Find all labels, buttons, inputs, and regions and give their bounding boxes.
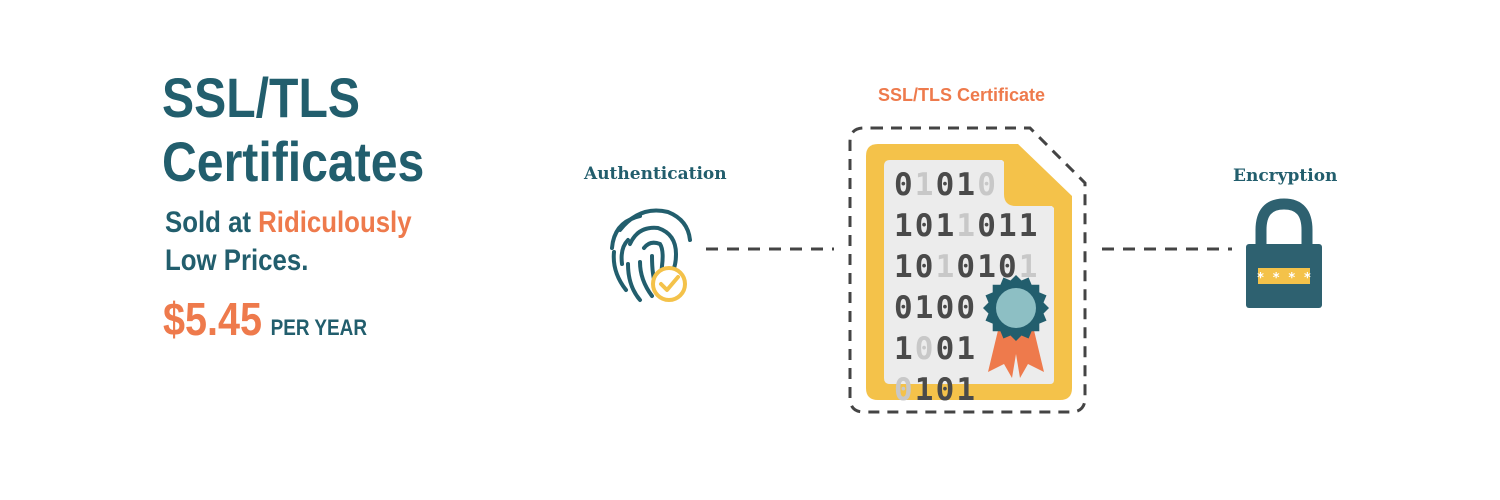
binary-digit: 1 [1019,249,1038,285]
certificate-dashed-outline [848,126,1087,414]
subheadline-line-2: Low Prices. [165,244,309,277]
binary-digit: 1 [915,290,934,326]
binary-digit: 1 [894,331,913,367]
price-unit: PER YEAR [270,315,367,340]
binary-digit: 0 [936,167,955,203]
binary-digit: 0 [894,372,913,408]
binary-digit: 1 [915,167,934,203]
headline: SSL/TLS Certificates [162,66,467,194]
binary-digit: 1 [956,208,975,244]
binary-digit: 0 [915,208,934,244]
binary-digit: 1 [1019,208,1038,244]
binary-digit: 1 [894,249,913,285]
price: $5.45 PER YEAR [163,292,367,346]
padlock-icon [1246,198,1322,308]
binary-digit: 0 [936,372,955,408]
binary-digit: 1 [956,331,975,367]
binary-digit: 0 [915,249,934,285]
authentication-label: Authentication [584,164,727,184]
subheadline: Sold at Ridiculously Low Prices. [165,204,412,280]
binary-digit: 0 [894,167,913,203]
binary-digit: 1 [915,372,934,408]
password-mask: * * * * [1257,271,1312,286]
award-seal-icon [983,275,1049,378]
binary-digit: 1 [956,372,975,408]
binary-digit: 0 [894,290,913,326]
certificate-label: SSL/TLS Certificate [878,85,1046,105]
binary-digit: 0 [998,249,1017,285]
binary-digit: 0 [956,249,975,285]
binary-digit: 0 [977,208,996,244]
binary-digit: 1 [977,249,996,285]
encryption-label: Encryption [1233,166,1338,186]
binary-digit: 1 [956,167,975,203]
binary-digit: 1 [936,249,955,285]
binary-digit: 0 [936,331,955,367]
check-badge-icon [651,266,687,302]
subheadline-accent: Ridiculously [258,206,412,239]
binary-digit: 0 [915,331,934,367]
price-amount: $5.45 [163,293,263,345]
binary-digit: 1 [894,208,913,244]
binary-digit: 1 [936,208,955,244]
binary-digit: 0 [977,167,996,203]
binary-digit: 1 [998,208,1017,244]
binary-digit: 0 [956,290,975,326]
binary-digit: 0 [936,290,955,326]
subheadline-part-1: Sold at [165,206,259,239]
headline-line-2: Certificates [162,130,425,193]
headline-line-1: SSL/TLS [162,66,361,129]
